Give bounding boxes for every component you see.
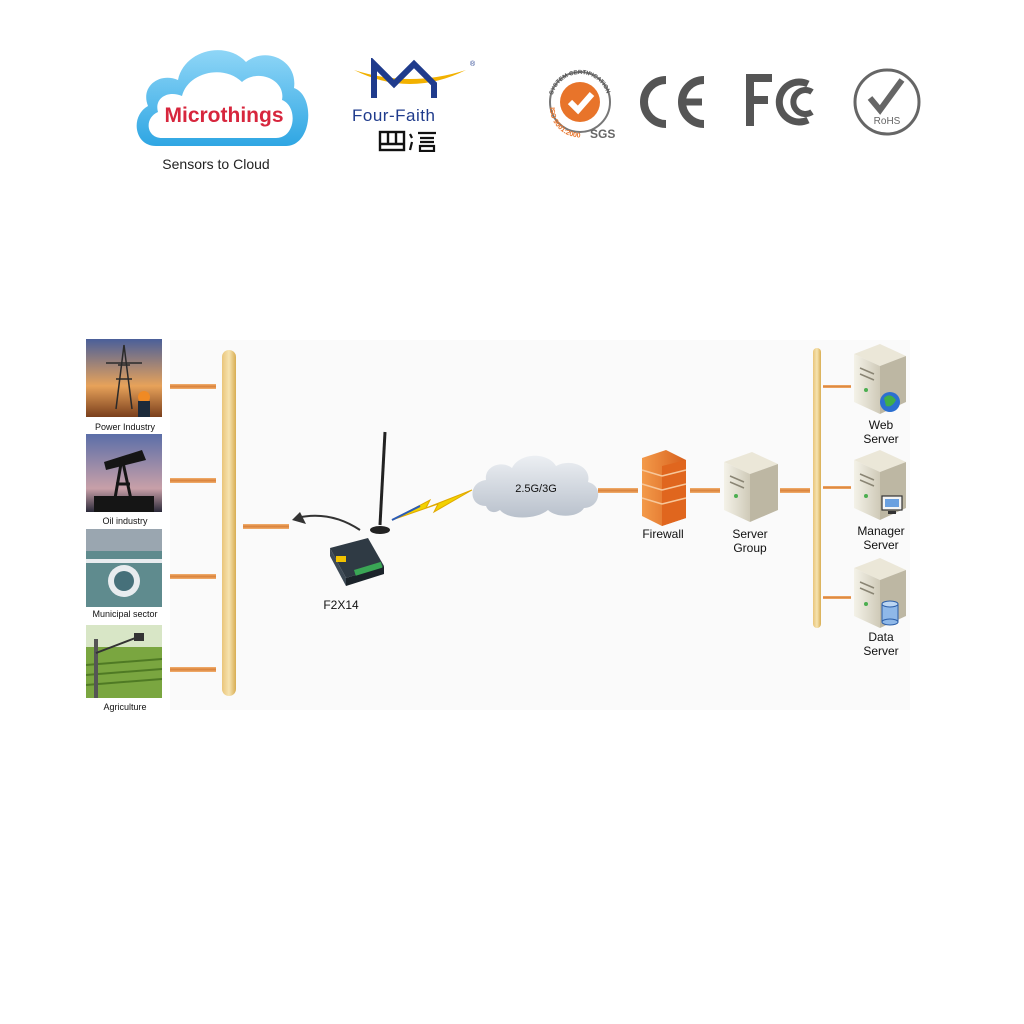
fourfaith-chinese-logotype bbox=[378, 130, 436, 152]
group-to-bus-link bbox=[780, 488, 810, 493]
network-diagram bbox=[170, 340, 910, 710]
microthings-logo-text: Microthings bbox=[165, 104, 284, 127]
power-link bbox=[170, 384, 216, 389]
oil-link bbox=[170, 478, 216, 483]
manager-server-label-line2: Server bbox=[863, 538, 899, 552]
agriculture-link bbox=[170, 667, 216, 672]
fourfaith-emblem: ® bbox=[354, 58, 476, 98]
firewall-icon bbox=[641, 450, 687, 526]
municipal-link bbox=[170, 574, 216, 579]
microthings-logo: Microthings bbox=[136, 50, 309, 146]
rohs-text: RoHS bbox=[874, 116, 901, 127]
bus-to-manager-link bbox=[823, 486, 851, 489]
server-group-label-line2: Group bbox=[733, 541, 767, 555]
web-server-label-line2: Server bbox=[863, 432, 899, 446]
fourfaith-name: Four-Faith bbox=[352, 106, 436, 125]
power-industry-photo bbox=[86, 339, 162, 417]
oil-industry-photo bbox=[86, 434, 162, 512]
sector-label-power: Power Industry bbox=[94, 422, 156, 432]
rohs-badge-icon: RoHS bbox=[853, 68, 921, 136]
sgs-text: SGS bbox=[590, 127, 615, 141]
firewall-to-group-link bbox=[690, 488, 720, 493]
bus-to-data-link bbox=[823, 596, 851, 599]
server-group-label: Server Group bbox=[718, 527, 782, 555]
cloud-network-icon bbox=[472, 455, 599, 518]
web-server-icon bbox=[854, 344, 906, 414]
tagline: Sensors to Cloud bbox=[162, 156, 270, 172]
right-bus-bar bbox=[813, 348, 821, 628]
sector-label-oil: Oil industry bbox=[102, 516, 148, 526]
sector-label-municipal: Municipal sector bbox=[92, 609, 158, 619]
monitor-icon bbox=[881, 495, 903, 514]
router-f2x14-icon bbox=[292, 431, 390, 586]
wireless-signal-icon bbox=[391, 489, 473, 521]
data-server-icon bbox=[854, 558, 906, 628]
data-server-label-line2: Server bbox=[863, 644, 899, 658]
diagram-background bbox=[170, 340, 910, 710]
check-icon bbox=[567, 92, 595, 115]
bus-to-router-link bbox=[243, 524, 289, 529]
database-icon bbox=[881, 600, 899, 626]
server-group-icon bbox=[724, 452, 778, 522]
firewall-label: Firewall bbox=[642, 527, 684, 541]
bus-to-web-link bbox=[823, 385, 851, 388]
data-server-label-line1: Data bbox=[868, 630, 894, 644]
manager-server-label: Manager Server bbox=[846, 524, 916, 552]
agriculture-photo bbox=[86, 625, 162, 698]
ce-mark-icon bbox=[640, 76, 705, 128]
manager-server-icon bbox=[854, 450, 906, 520]
manager-server-label-line1: Manager bbox=[857, 524, 905, 538]
web-server-label-line1: Web bbox=[868, 418, 894, 432]
server-group-label-line1: Server bbox=[732, 527, 768, 541]
fcc-mark-icon bbox=[746, 74, 814, 126]
network-label: 2.5G/3G bbox=[515, 483, 557, 495]
data-server-label: Data Server bbox=[846, 630, 916, 658]
municipal-sector-photo bbox=[86, 529, 162, 607]
left-bus-bar bbox=[222, 350, 236, 696]
sector-label-agriculture: Agriculture bbox=[103, 702, 147, 712]
router-label: F2X14 bbox=[323, 598, 359, 612]
web-server-label: Web Server bbox=[846, 418, 916, 446]
registered-mark: ® bbox=[470, 60, 476, 68]
cloud-to-firewall-link bbox=[598, 488, 638, 493]
iso-certification-badge: SYSTEM CERTIFICATION ISO 9001:2000 SGS bbox=[548, 70, 615, 141]
